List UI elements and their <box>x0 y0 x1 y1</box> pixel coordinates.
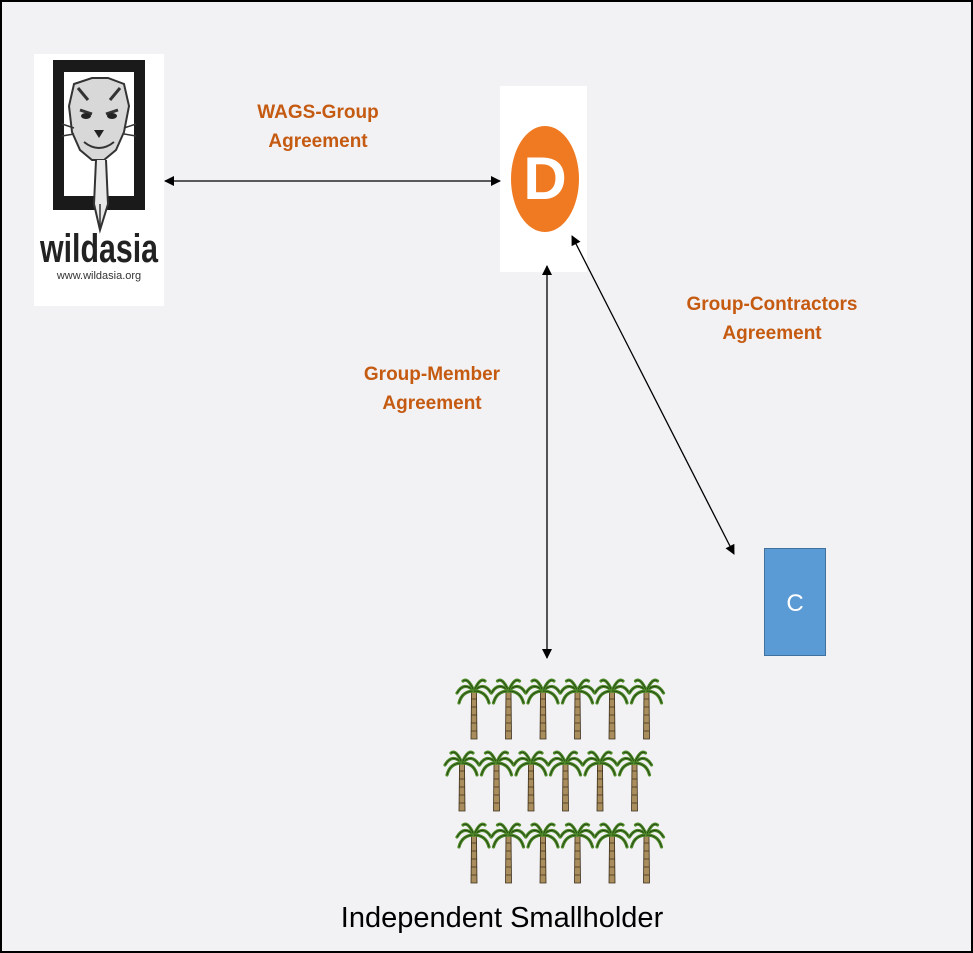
wags-group-agreement-label: WAGS-Group Agreement <box>208 98 428 156</box>
palm-tree-icon <box>593 822 631 884</box>
palm-tree-icon <box>455 678 493 740</box>
smallholder-caption: Independent Smallholder <box>340 902 664 934</box>
label-line: Group-Member <box>363 364 501 385</box>
label-line: Agreement <box>382 393 482 414</box>
palm-tree-icon <box>477 750 516 812</box>
palm-tree-icon <box>615 750 654 812</box>
palm-tree-icon <box>489 822 528 884</box>
group-contractors-arrow <box>571 235 735 555</box>
label-line: Agreement <box>268 131 368 152</box>
palm-tree-icon <box>524 822 562 884</box>
palm-tree-icon <box>581 750 619 812</box>
palm-tree-icon <box>455 822 493 884</box>
label-line: WAGS-Group <box>257 102 379 123</box>
palm-tree-icon <box>558 822 597 884</box>
palm-tree-icon <box>489 678 528 740</box>
palm-tree-icon <box>627 678 666 740</box>
palm-tree-icon <box>524 678 562 740</box>
wildasia-logo: wildasia www.wildasia.org <box>34 54 164 306</box>
group-logo-letter: D <box>523 145 567 212</box>
contractor-letter: C <box>786 590 804 617</box>
wildasia-logo-graphic: wildasia <box>39 60 159 271</box>
palm-tree-icon <box>593 678 631 740</box>
wildasia-url: www.wildasia.org <box>56 270 142 282</box>
palm-tree-icon <box>546 750 585 812</box>
palm-tree-icon <box>512 750 550 812</box>
label-line: Agreement <box>722 323 822 344</box>
palm-tree-icon <box>558 678 597 740</box>
palm-tree-icon <box>627 822 666 884</box>
group-logo-circle: D <box>511 126 579 232</box>
wildasia-wordmark: wildasia <box>39 227 158 271</box>
palm-tree-icon <box>443 750 481 812</box>
palm-trees <box>443 678 666 884</box>
group-member-agreement-label: Group-Member Agreement <box>318 360 546 418</box>
contractor-box: C <box>764 548 826 656</box>
